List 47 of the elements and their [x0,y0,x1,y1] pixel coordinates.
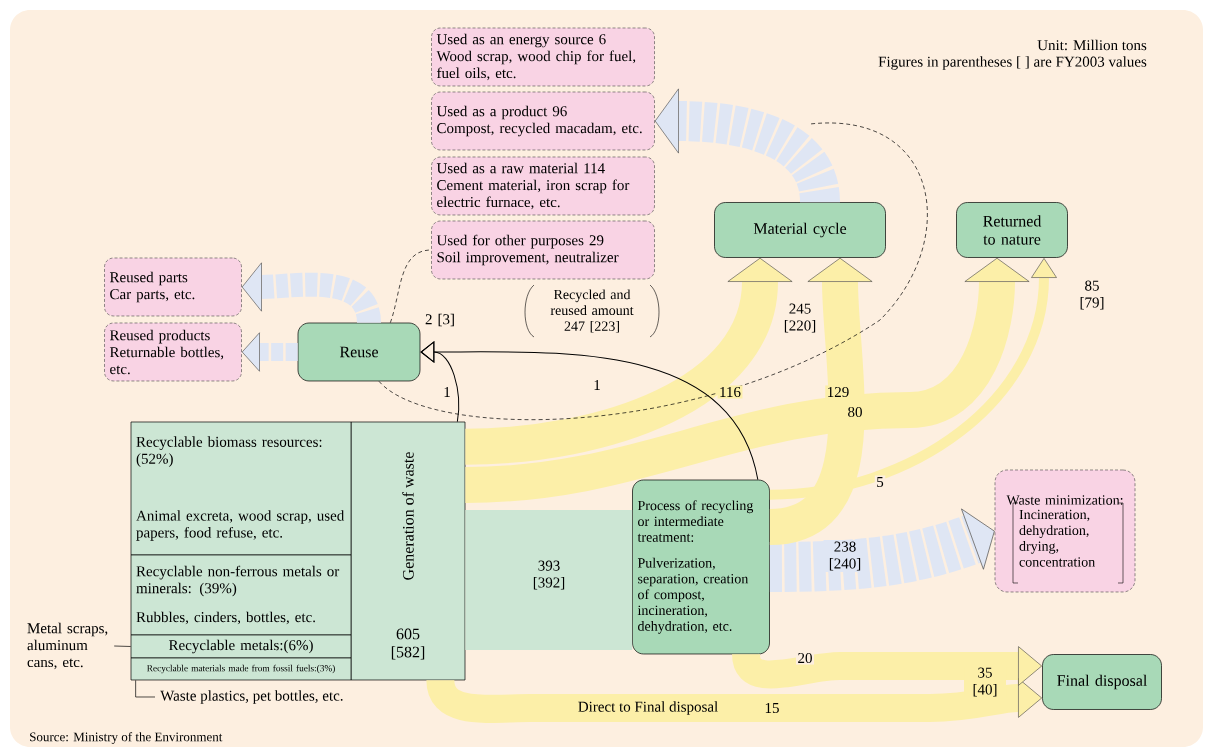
edge-label: 80 [846,405,864,419]
callout-box: Used as an energy source 6 Wood scrap, wood chip for fuel, fuel oils, etc. [431,27,655,87]
unit-note: Figures in parentheses [ ] are FY2003 values [878,56,1147,70]
note-text: Waste plastics, pet bottles, etc. [160,690,343,704]
flow-arrow [464,257,793,465]
edge-label: 1 [591,378,603,392]
flow-arrow [767,257,873,545]
flow-arrow [732,646,1042,689]
category-cell: Recyclable biomass resources: (52%) Animal excreta, wood scrap, used papers, food refuse, etc. [130,421,352,556]
category-cell: Recyclable materials made from fossil fuels:(3%) [130,657,352,681]
callout-box: Used for other purposes 29 Soil improvement, neutralizer [431,220,655,280]
leader-line [113,645,131,647]
flow-arrow [769,258,1057,500]
process-box: Material cycle [714,202,886,258]
callout-box: Waste minimization: Incineration, dehydration, drying, concentration [994,469,1136,593]
edge-label: 15 [763,701,781,715]
edge-label: 5 [874,475,886,489]
dashed-line [378,123,928,421]
value-label: 35 [40] [964,666,1006,698]
flow-arrow [241,262,381,325]
edge-label: 238 [240] [823,540,867,572]
process-box: Returned to nature [956,202,1068,258]
category-cell: Recyclable metals:(6%) [130,634,352,659]
note-text: Metal scraps, aluminum cans, etc. [27,622,108,670]
edge-label: 129 [825,385,851,399]
callout-box: Used as a raw material 114 Cement material, iron scrap for electric furnace, etc. [431,156,655,216]
flow-arrow [241,332,298,372]
dashed-line [390,249,432,323]
callout-box: Used as a product 96 Compost, recycled macadam, etc. [431,91,655,151]
waste-generation-box: Generation of waste 605 [582] [350,421,466,681]
value-label: 85 [79] [1071,279,1113,311]
edge-label: 1 [441,385,453,399]
edge-label: 393 [392] [527,559,571,591]
edge-label: 20 [796,651,814,665]
process-box: Process of recycling or intermediate treatment: Pulverization, separation, creation of compost, incineration, dehydration, etc. [632,479,770,655]
edge-label: 116 [717,385,743,399]
bracket-note: Recycled and reused amount 247 [223] [524,284,660,338]
value-label: 245 [220] [779,302,821,334]
callout-box: Reused parts Car parts, etc. [104,257,242,317]
connector-line [420,341,759,481]
process-box: Reuse [297,322,421,382]
source-note: Source: Ministry of the Environment [30,732,223,744]
leader-line [135,680,156,698]
flow-arrow [426,678,1042,723]
unit-note: Unit: Million tons [1037,39,1147,51]
callout-box: Reused products Returnable bottles, etc. [104,322,242,382]
process-box: Final disposal [1042,654,1162,710]
